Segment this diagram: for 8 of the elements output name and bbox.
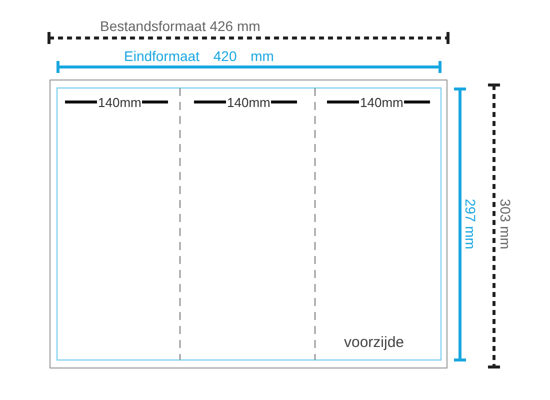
dimension-label: 140mm: [227, 95, 270, 111]
dimension-label: 297 mm: [462, 198, 478, 250]
side-label: voorzijde: [344, 335, 404, 351]
dimension-label: Bestandsformaat 426 mm: [100, 18, 260, 34]
dimension-label: 303 mm: [496, 198, 513, 250]
dimension-label: 140mm: [98, 95, 142, 111]
dimension-label: Eindformaat 420 mm: [124, 48, 274, 64]
dimension-label: 140mm: [360, 95, 404, 111]
